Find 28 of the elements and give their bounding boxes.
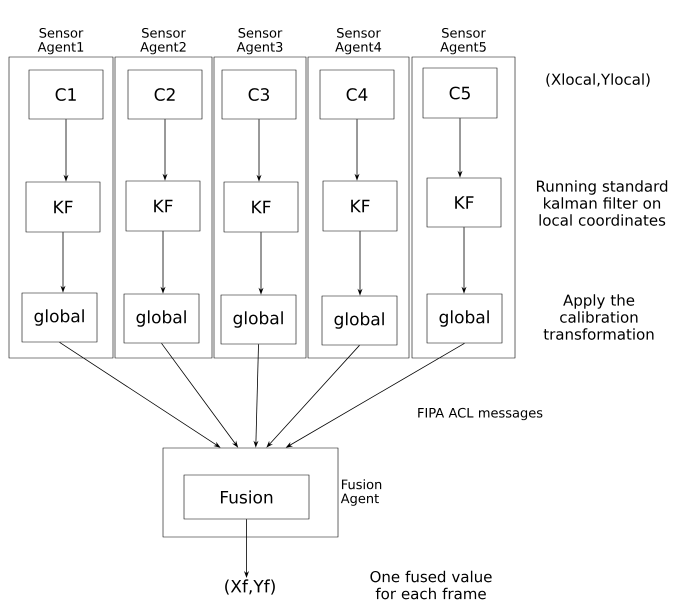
process-box: global — [322, 296, 398, 346]
process-box: KF — [426, 178, 502, 228]
process-box: C2 — [128, 70, 202, 120]
process-box: KF — [126, 180, 200, 232]
output-text: (Xf,Yf) — [225, 579, 275, 595]
process-box: global — [220, 294, 296, 344]
process-box: KF — [26, 182, 100, 232]
process-box: KF — [322, 180, 398, 232]
annotation-text: Apply the calibration transformation — [544, 294, 654, 340]
annotation-text: (Xlocal,Ylocal) — [546, 73, 650, 87]
node-label: Sensor Agent4 — [335, 28, 382, 54]
process-box: KF — [224, 182, 298, 232]
node-label: Sensor Agent2 — [140, 28, 186, 54]
node-label: Sensor Agent1 — [38, 28, 84, 54]
process-box: C1 — [28, 70, 104, 120]
process-box: C5 — [422, 68, 498, 118]
annotation-text: One fused value for each frame — [370, 570, 492, 600]
node-label: Sensor Agent3 — [236, 28, 282, 54]
process-box: global — [124, 294, 200, 344]
process-box: global — [426, 294, 502, 344]
process-box: global — [22, 292, 98, 342]
node-label: Fusion Agent — [340, 479, 382, 506]
annotation-text: Running standard kalman filter on local coordinates — [536, 180, 668, 226]
annotation-text: FIPA ACL messages — [418, 408, 542, 420]
process-box: Fusion — [184, 474, 310, 520]
process-box: C4 — [320, 70, 394, 120]
node-label: Sensor Agent5 — [440, 28, 486, 54]
process-box: C3 — [222, 70, 296, 120]
